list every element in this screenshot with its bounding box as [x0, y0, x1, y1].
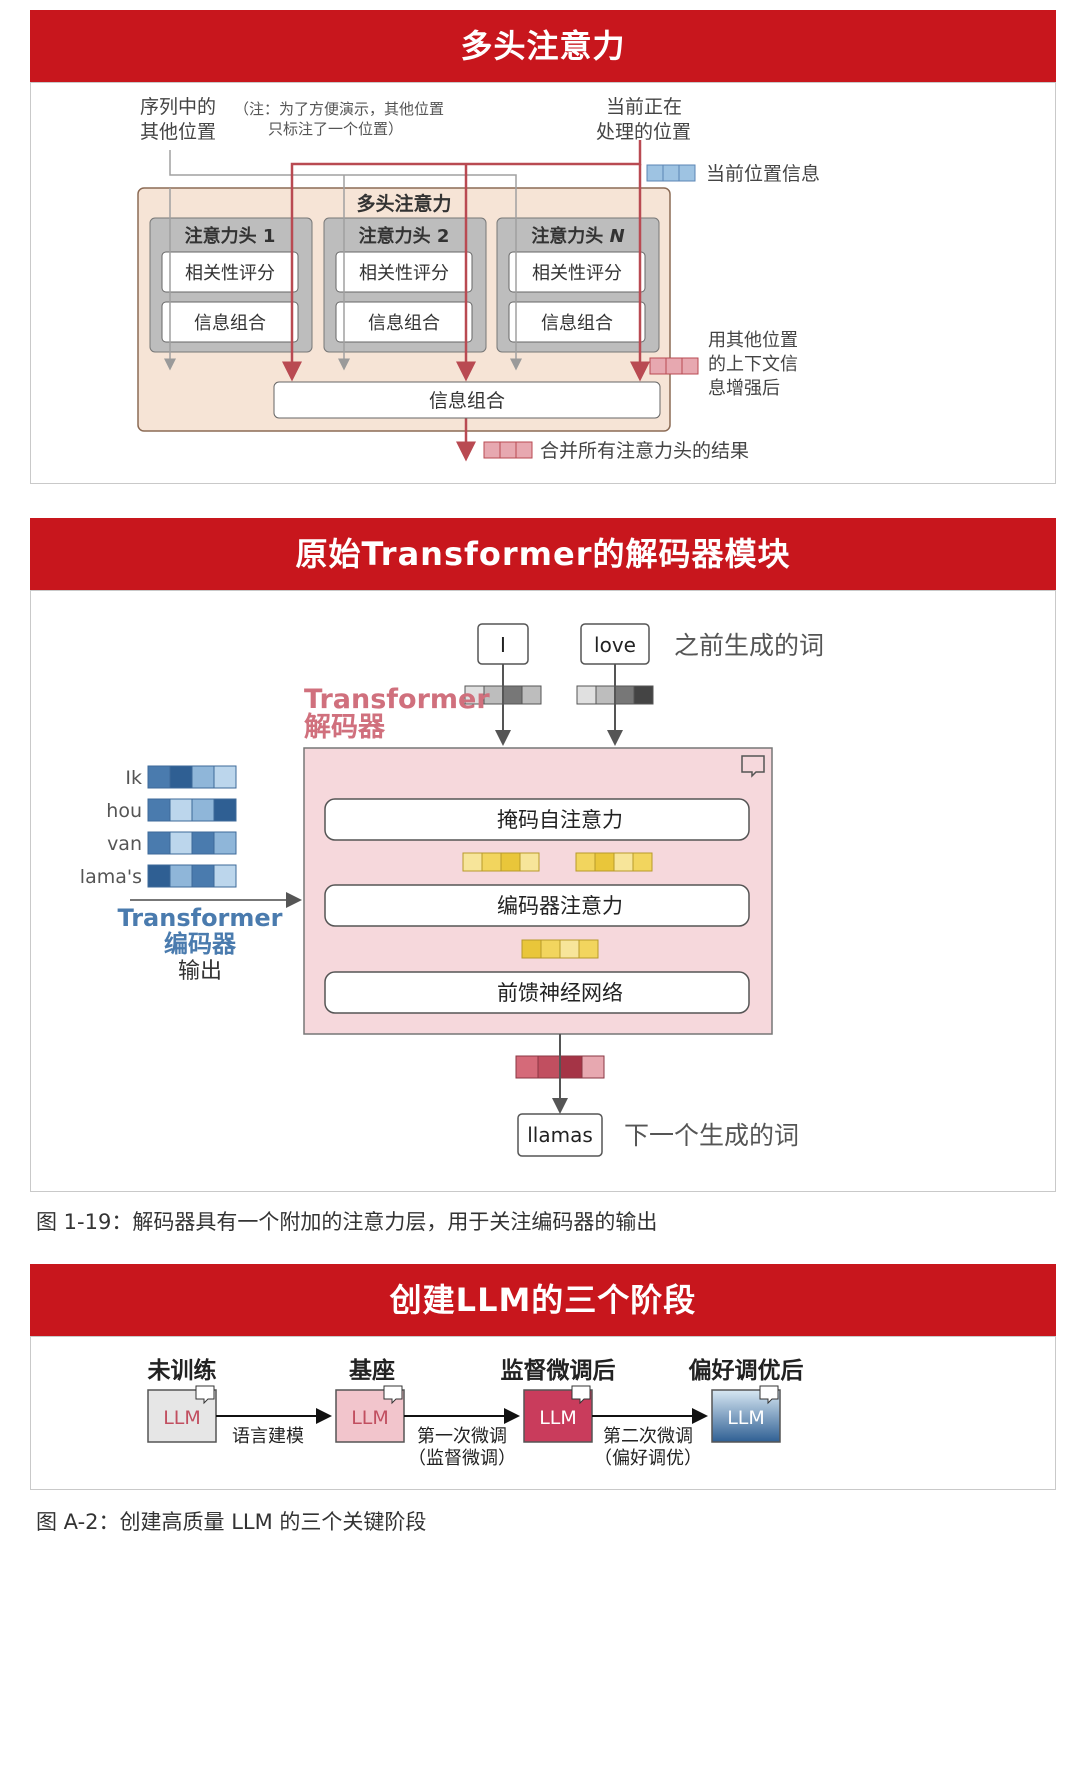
enc-word: lama's — [80, 866, 142, 888]
enhanced-vector — [649, 357, 699, 375]
figure-caption-a-2: 图 A-2：创建高质量 LLM 的三个关键阶段 — [36, 1510, 427, 1534]
merged-vector — [483, 441, 533, 459]
encoder-label: 编码器 — [164, 930, 237, 958]
stage-untrained-label: 未训练 — [148, 1357, 217, 1384]
stage-pref-label: 偏好调优后 — [689, 1357, 804, 1384]
output-word: llamas — [527, 1123, 593, 1147]
current-position-label: 处理的位置 — [596, 121, 691, 143]
ffn-label: 前馈神经网络 — [497, 981, 623, 1005]
svg-text:相关性评分: 相关性评分 — [359, 263, 449, 284]
svg-text:LLM: LLM — [727, 1407, 765, 1429]
svg-text:LLM: LLM — [163, 1407, 201, 1429]
attention-head-2: 注意力头 2 相关性评分 信息组合 — [323, 217, 487, 353]
svg-text:信息组合: 信息组合 — [368, 313, 440, 334]
llm-base: LLM — [335, 1385, 405, 1443]
enc-word: hou — [106, 800, 142, 822]
embedding-love — [576, 685, 654, 705]
hidden-vector — [575, 852, 653, 872]
enc-attn-box — [324, 884, 750, 927]
final-combine-label: 信息组合 — [429, 390, 505, 412]
svg-text:LLM: LLM — [539, 1407, 577, 1429]
llm-untrained: LLM — [147, 1385, 217, 1443]
stage-base-label: 基座 — [349, 1357, 395, 1384]
current-info-vector — [646, 164, 696, 182]
svg-text:LLM: LLM — [351, 1407, 389, 1429]
step-first-finetune: 第一次微调 — [417, 1426, 507, 1447]
multihead-diagram: 序列中的 其他位置 （注：为了方便演示，其他位置 只标注了一个位置） 当前正在 … — [137, 96, 820, 462]
llm-sft: LLM — [523, 1385, 593, 1443]
svg-text:注意力头 2: 注意力头 2 — [359, 225, 450, 247]
merged-label: 合并所有注意力头的结果 — [540, 440, 749, 462]
enc-word: Ik — [125, 767, 142, 789]
other-positions-label: 其他位置 — [140, 121, 216, 143]
note-label: 只标注了一个位置） — [268, 120, 403, 138]
word-love: love — [594, 633, 636, 657]
encoder-label: Transformer — [117, 904, 282, 932]
encoder-vectors — [147, 765, 237, 888]
decoder-banner: 原始Transformer的解码器模块 — [30, 518, 1056, 590]
embedding-i — [464, 685, 542, 705]
hidden-vector — [462, 852, 540, 872]
current-position-label: 当前正在 — [606, 96, 682, 118]
decoder-label: 解码器 — [304, 712, 386, 743]
step-language-modeling: 语言建模 — [232, 1426, 304, 1447]
decoder-diagram: I love 之前生成的词 Transformer 解码器 掩码自注意力 — [80, 623, 824, 1157]
step-first-finetune: （监督微调） — [408, 1448, 516, 1469]
note-label: （注：为了方便演示，其他位置 — [234, 100, 444, 118]
next-word-label: 下一个生成的词 — [624, 1121, 799, 1150]
output-vector — [515, 1055, 605, 1079]
svg-text:相关性评分: 相关性评分 — [532, 263, 622, 284]
attention-head-1: 注意力头 1 相关性评分 信息组合 — [149, 217, 313, 353]
svg-text:相关性评分: 相关性评分 — [185, 263, 275, 284]
enhanced-label: 息增强后 — [708, 378, 780, 399]
masked-attn-box — [324, 798, 750, 841]
enhanced-label: 用其他位置 — [708, 330, 798, 351]
figure-caption-1-19: 图 1-19：解码器具有一个附加的注意力层，用于关注编码器的输出 — [36, 1210, 658, 1234]
mha-label: 多头注意力 — [356, 192, 451, 215]
decoder-label: Transformer — [304, 684, 490, 715]
word-i: I — [500, 633, 506, 657]
attention-head-n: 注意力头 N 相关性评分 信息组合 — [496, 217, 660, 353]
enc-word: van — [107, 833, 142, 855]
encoder-label: 输出 — [178, 959, 222, 984]
svg-text:信息组合: 信息组合 — [194, 313, 266, 334]
svg-text:信息组合: 信息组合 — [541, 313, 613, 334]
hidden-vector — [521, 939, 599, 959]
svg-text:注意力头 N: 注意力头 N — [531, 225, 624, 247]
final-combine-box — [273, 381, 661, 419]
svg-text:注意力头 1: 注意力头 1 — [185, 225, 276, 247]
llm-pref: LLM — [711, 1385, 781, 1443]
stages-banner: 创建LLM的三个阶段 — [30, 1264, 1056, 1336]
chat-icon — [741, 755, 765, 778]
masked-attn-label: 掩码自注意力 — [497, 808, 623, 832]
stages-diagram: 未训练 基座 监督微调后 偏好调优后 LLM LLM LLM LLM 语言建模 … — [147, 1357, 804, 1469]
output-word-box — [517, 1113, 603, 1157]
step-second-finetune: 第二次微调 — [603, 1426, 693, 1447]
multihead-banner: 多头注意力 — [30, 10, 1056, 82]
prev-words-label: 之前生成的词 — [674, 631, 824, 660]
stage-sft-label: 监督微调后 — [501, 1357, 616, 1384]
other-positions-label: 序列中的 — [140, 96, 216, 118]
step-second-finetune: （偏好调优） — [594, 1448, 702, 1469]
current-info-label: 当前位置信息 — [706, 163, 820, 185]
ffn-box — [324, 971, 750, 1014]
enc-attn-label: 编码器注意力 — [497, 894, 623, 918]
enhanced-label: 的上下文信 — [708, 354, 798, 375]
